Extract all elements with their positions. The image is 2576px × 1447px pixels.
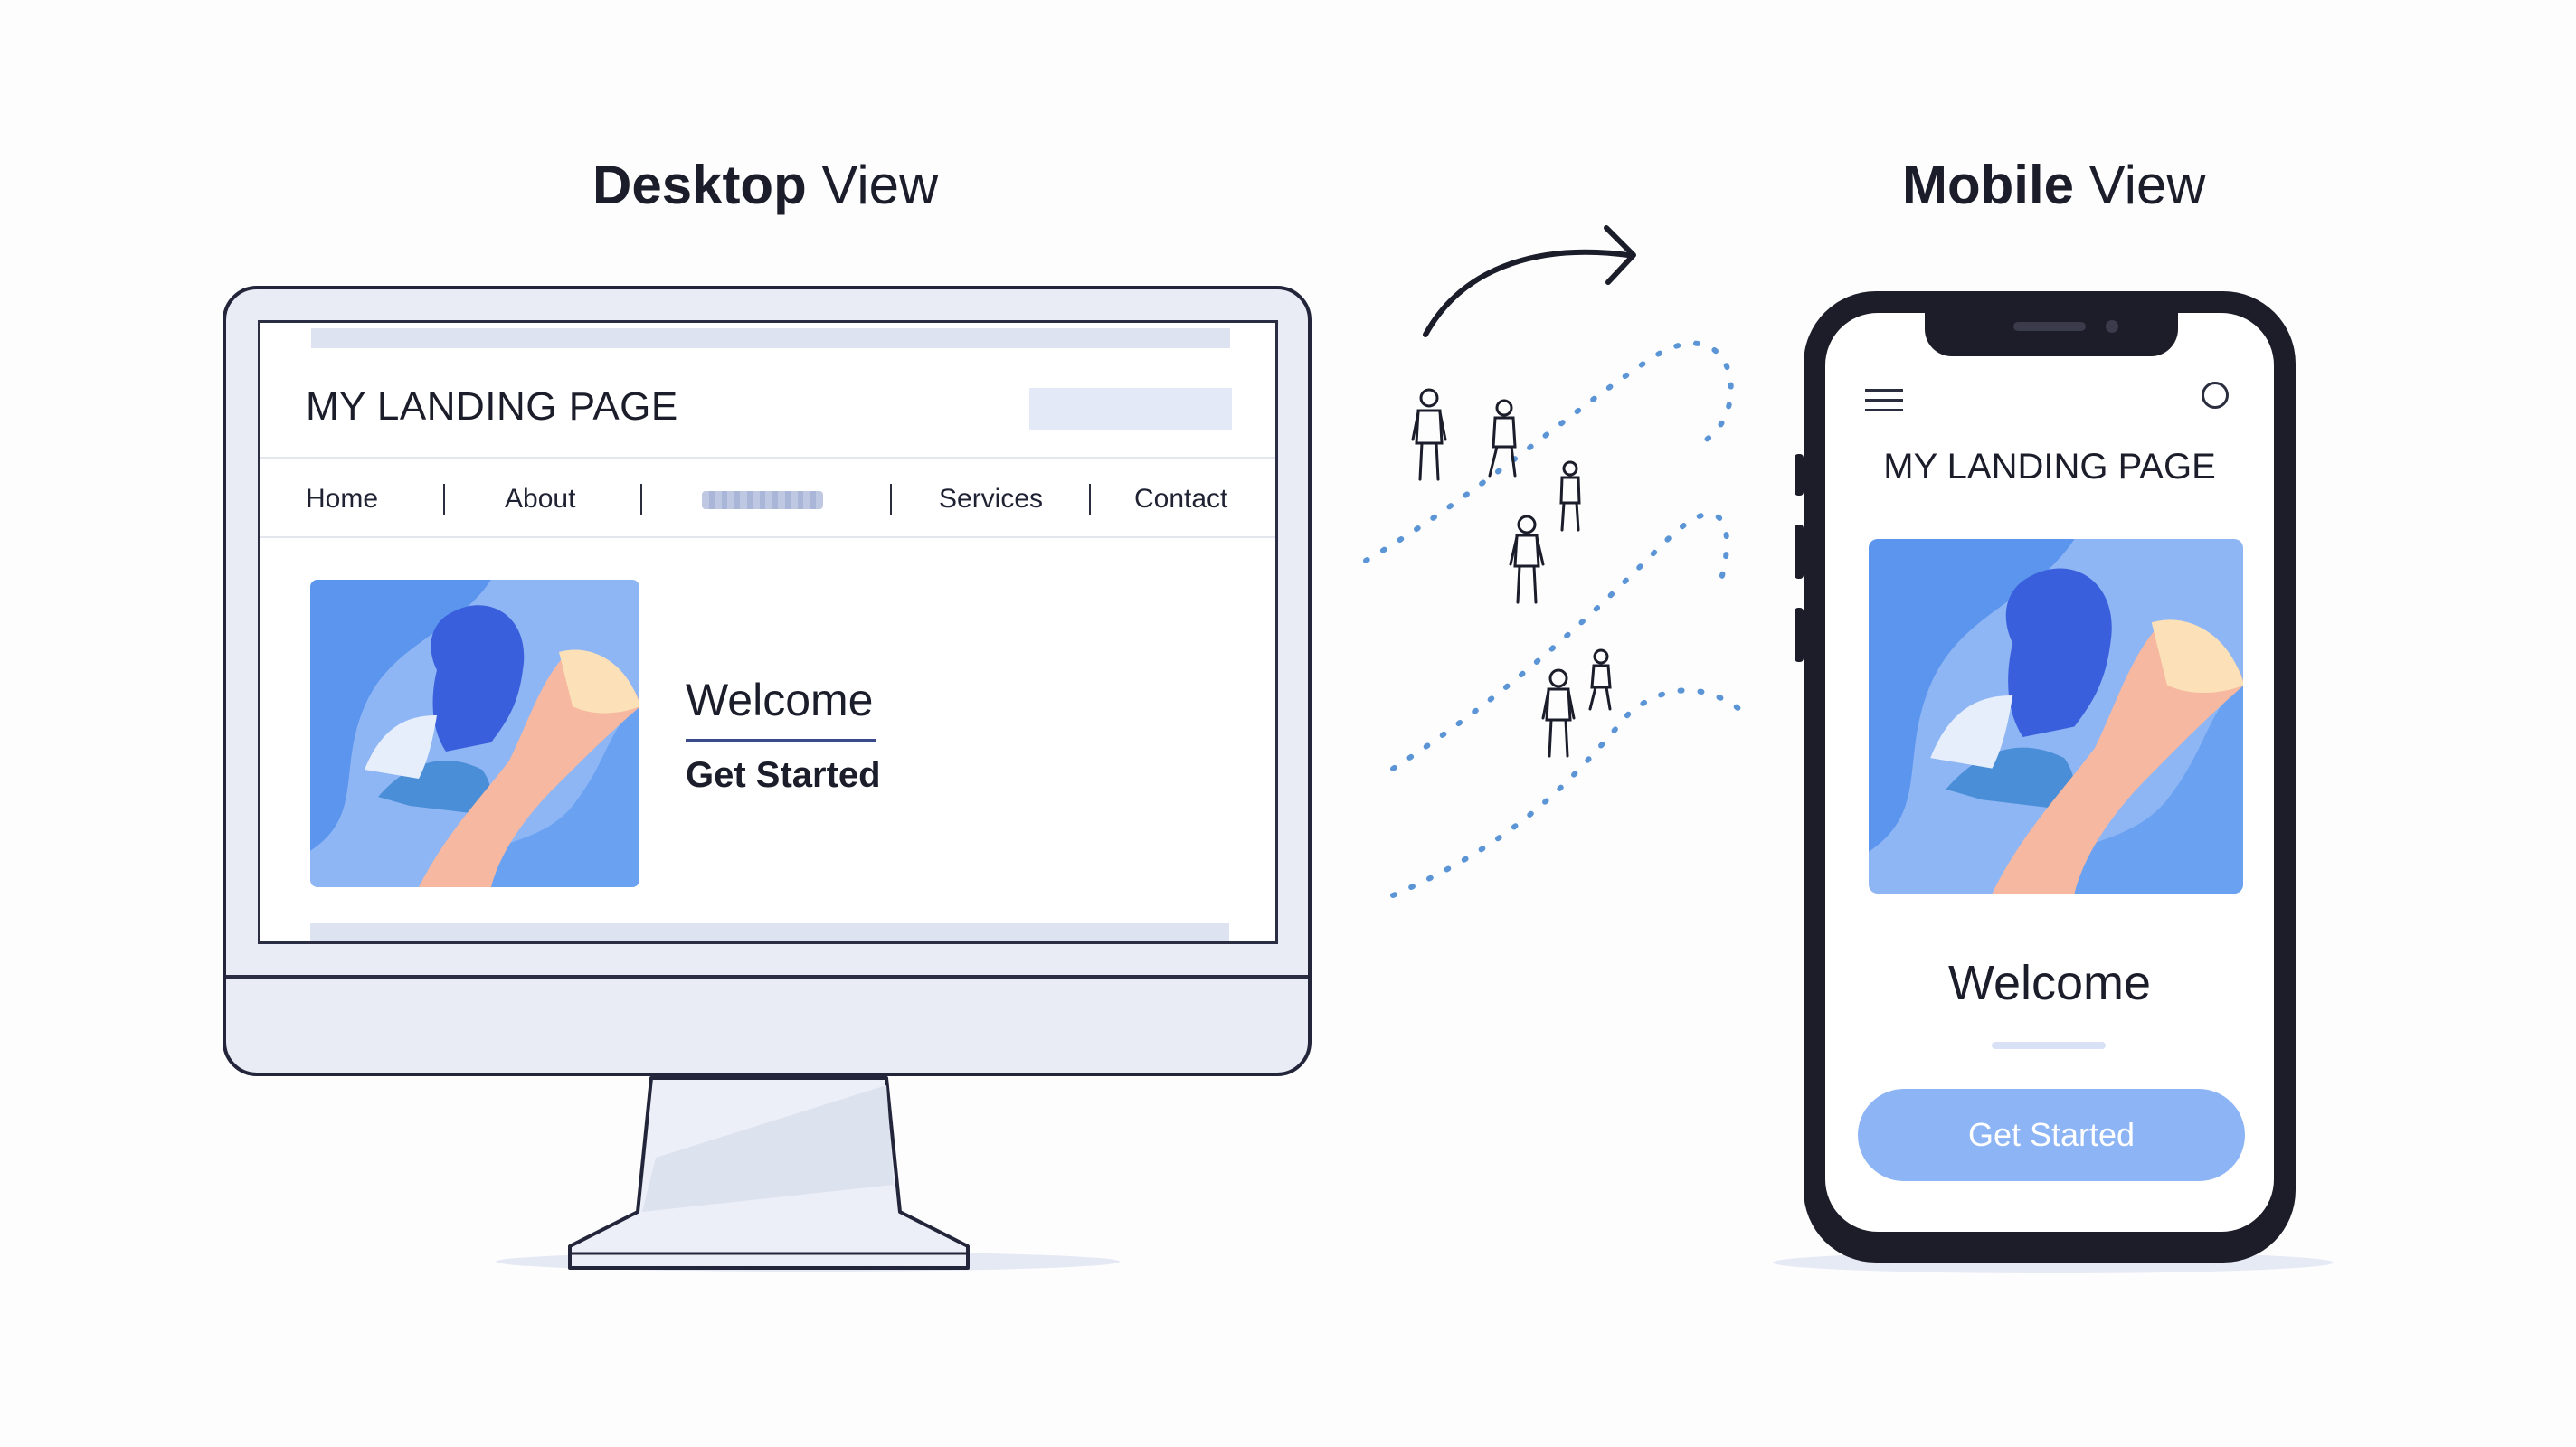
- mobile-heading-light: View: [2088, 155, 2206, 215]
- hero-illustration: [310, 580, 639, 887]
- nav-blurred-item[interactable]: [702, 491, 823, 509]
- desktop-heading-strong: Desktop: [592, 155, 807, 215]
- desktop-screen: MY LANDING PAGE Home About Services Cont…: [258, 320, 1278, 944]
- phone-side-button: [1795, 454, 1804, 496]
- nav-home[interactable]: Home: [306, 484, 379, 514]
- welcome-underline: [686, 739, 876, 742]
- mobile-get-started-button[interactable]: Get Started: [1858, 1089, 2245, 1181]
- phone-notch: [1925, 307, 2178, 356]
- hero-illustration: [1869, 539, 2243, 894]
- desktop-welcome-text: Welcome: [686, 675, 874, 725]
- desktop-hero-image: [310, 580, 639, 887]
- phone-speaker: [2013, 322, 2086, 331]
- nav-services[interactable]: Services: [939, 484, 1044, 514]
- desktop-get-started-button[interactable]: Get Started: [686, 755, 881, 795]
- mobile-hero-image: [1869, 539, 2243, 894]
- mobile-screen: MY LANDING PAGE Welcome Get Started: [1825, 313, 2274, 1232]
- person-figure-icon: [1411, 388, 1612, 758]
- site-header: [260, 350, 1275, 459]
- browser-top-bar: [311, 328, 1230, 348]
- mobile-welcome-text: Welcome: [1947, 956, 2152, 1010]
- desktop-nav: Home About Services Contact: [260, 459, 1275, 538]
- nav-divider: [640, 484, 642, 515]
- mobile-site-title: MY LANDING PAGE: [1883, 447, 2216, 487]
- desktop-view-heading: Desktop View: [592, 154, 938, 216]
- phone-camera-icon: [2106, 320, 2118, 333]
- monitor-chin-line: [226, 975, 1308, 979]
- nav-divider: [890, 484, 892, 515]
- transition-arrow-icon: [1423, 249, 1631, 337]
- phone-side-button: [1795, 525, 1804, 579]
- menu-icon[interactable]: [1865, 389, 1903, 412]
- footer-strip: [310, 923, 1229, 941]
- mobile-view-heading: Mobile View: [1902, 154, 2206, 216]
- mobile-heading-strong: Mobile: [1902, 155, 2074, 215]
- nav-about[interactable]: About: [505, 484, 576, 514]
- header-placeholder-block: [1029, 388, 1232, 430]
- nav-divider: [1089, 484, 1091, 515]
- phone-side-button: [1795, 608, 1804, 662]
- transition-graphic: [1363, 225, 1748, 898]
- desktop-heading-light: View: [821, 155, 939, 215]
- site-title: MY LANDING PAGE: [306, 384, 678, 429]
- monitor-stand: [568, 1076, 970, 1270]
- nav-contact[interactable]: Contact: [1134, 484, 1228, 514]
- nav-divider: [443, 484, 445, 515]
- mobile-welcome-underline: [1992, 1042, 2106, 1049]
- profile-icon[interactable]: [2202, 382, 2229, 409]
